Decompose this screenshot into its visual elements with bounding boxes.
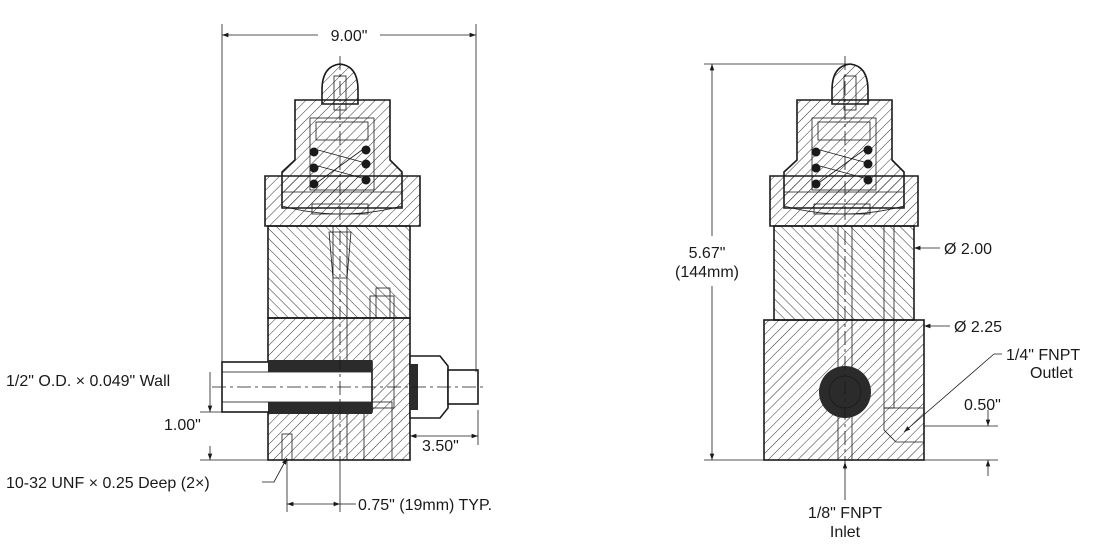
dim-right-text: 3.50" [422,438,459,455]
inlet-text-1: 1/8" FNPT [808,505,882,522]
dim-right: 3.50" [409,410,479,460]
outlet-callout: 1/4" FNPT Outlet [903,347,1080,433]
dim-width-text: 9.00" [331,28,368,45]
dia-lower-callout: Ø 2.25 [924,319,1002,336]
filter-mesh [315,121,369,141]
dim-height-text: 1.00" [164,417,201,434]
side-dim-outlet: 0.50" [924,397,1001,476]
front-section-view: 9.00" 1/2" O.D. × 0.049" Wall 1.00" 3.50… [6,24,492,514]
dim-spacing-text: 0.75" (19mm) TYP. [358,497,492,514]
side-dim-outlet-text: 0.50" [964,397,1001,414]
dia-upper-callout: Ø 2.00 [914,241,992,258]
thread-callout: 10-32 UNF × 0.25 Deep (2×) [6,457,288,492]
side-dim-height-metric: (144mm) [675,264,739,281]
thread-callout-text: 10-32 UNF × 0.25 Deep (2×) [6,475,210,492]
side-adjustment-knob [831,63,869,111]
side-lower-body [763,319,925,461]
tube-callout: 1/2" O.D. × 0.049" Wall [6,373,170,390]
inlet-callout: 1/8" FNPT Inlet [808,462,882,541]
dim-spacing: 0.75" (19mm) TYP. [286,460,492,514]
cap-ring [264,175,421,227]
upper-body [267,225,411,319]
dia-upper-text: Ø 2.00 [944,241,992,258]
side-cap-ring [769,175,919,227]
outlet-text-1: 1/4" FNPT [1006,347,1080,364]
inlet-text-2: Inlet [830,524,861,541]
dim-width: 9.00" [221,24,477,372]
dia-lower-text: Ø 2.25 [954,319,1002,336]
outlet-text-2: Outlet [1030,365,1073,382]
side-upper-body [773,225,915,321]
side-section-view: 5.67" (144mm) Ø 2.00 Ø 2.25 1/4" FNPT Ou… [675,56,1080,541]
side-dim-height: 5.67" (144mm) [675,63,850,461]
side-dim-height-text: 5.67" [689,245,726,262]
dim-height-left: 1.00" [164,372,270,461]
